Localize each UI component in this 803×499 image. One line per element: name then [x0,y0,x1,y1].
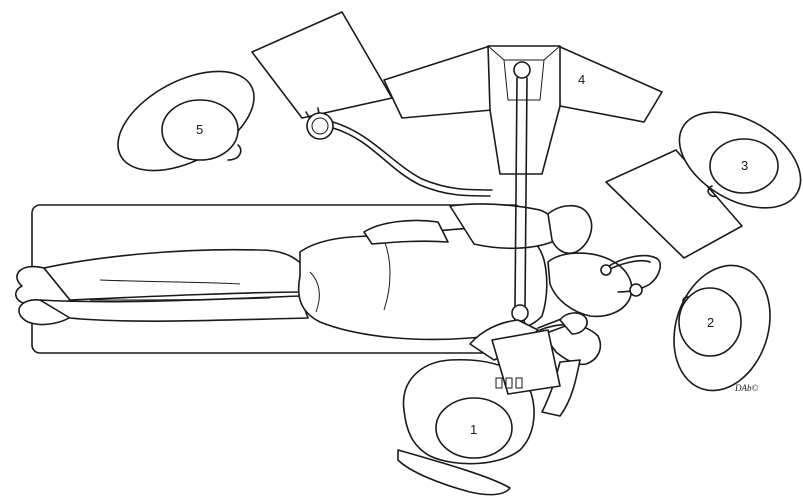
label-5: 5 [196,122,203,137]
label-2: 2 [707,315,714,330]
surgeon-1-figure [397,312,602,496]
staff-2-figure [673,264,771,392]
monitor-connector [306,112,334,140]
instrument-tray [605,149,743,259]
drape-details [495,377,523,389]
monitor-screen [251,11,393,123]
staff-3-figure [678,111,802,209]
monitor-cable [332,127,491,197]
staff-5-figure [117,70,255,172]
patient-body [14,203,662,341]
label-4: 4 [578,72,585,87]
microscope-arm [383,45,663,175]
monitor-cable-inner [332,121,493,191]
label-1: 1 [470,422,477,437]
label-3: 3 [741,158,748,173]
artist-signature: DAb© [734,383,758,393]
